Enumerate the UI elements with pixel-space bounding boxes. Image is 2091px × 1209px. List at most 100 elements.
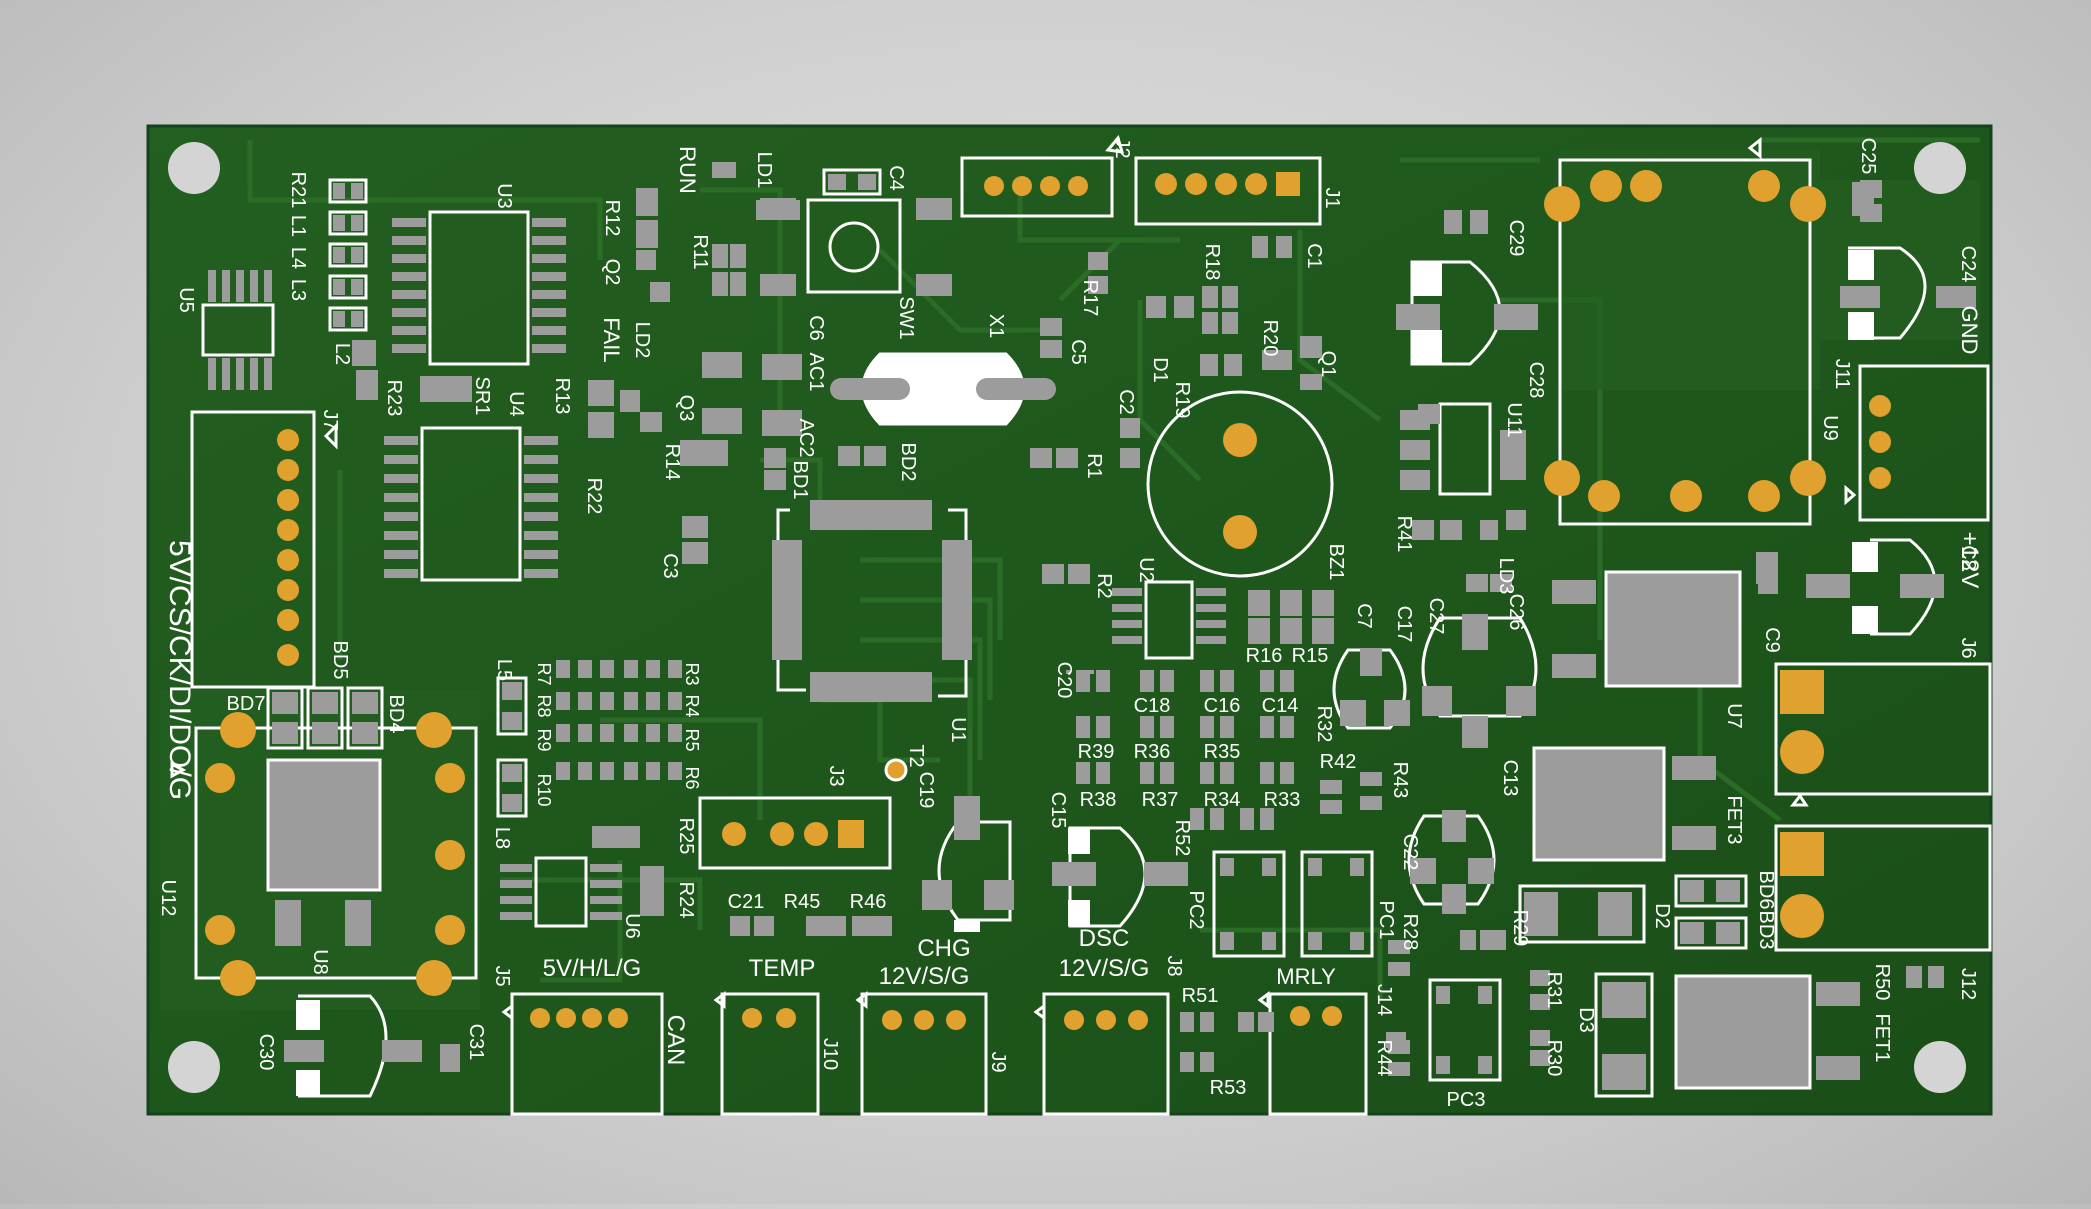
silk-label-c13: C13	[1499, 760, 1521, 797]
silk-label-l2: L2	[331, 343, 353, 365]
silk-label-r45: R45	[784, 891, 821, 913]
mounting-hole-tr	[1914, 142, 1966, 194]
C27-capacitor	[1421, 614, 1538, 748]
J14-connector	[1268, 992, 1368, 1116]
BD-array	[266, 686, 384, 750]
silk-label-bd7: BD7	[227, 693, 266, 715]
silk-label-d3: D3	[1575, 1007, 1597, 1033]
silk-label-dsc-title: DSC	[1079, 925, 1130, 952]
mounting-holes	[168, 142, 1966, 1093]
silk-label-r38: R38	[1080, 789, 1117, 811]
silk-label-r4: R4	[682, 694, 702, 717]
silk-label-c28: C28	[1525, 362, 1547, 399]
silk-label-u3: U3	[493, 183, 515, 209]
silk-label-c26: C26	[1505, 594, 1527, 631]
silkscreen-labels: 5V/CS/CK/DI/DO/G5V/H/L/GCANTEMPCHG12V/S/…	[157, 137, 1983, 1111]
silk-label-u11: U11	[1503, 402, 1525, 437]
silk-label-l4: L4	[287, 247, 309, 269]
silk-label-fet1: FET1	[1871, 1014, 1893, 1063]
silk-label-dsc: 12V/S/G	[1059, 955, 1150, 982]
silk-label-j7: J7	[319, 409, 341, 430]
silk-label-can: 5V/H/L/G	[543, 955, 642, 982]
BD6-BD3	[1674, 874, 1748, 950]
silk-label-j2: J2	[1111, 137, 1133, 158]
pin1-markers	[170, 134, 1857, 1021]
silk-label-fail: FAIL	[599, 317, 624, 362]
C30-capacitor	[284, 994, 460, 1098]
silk-label-j8: J8	[1163, 955, 1185, 976]
C19-capacitor	[922, 796, 1014, 932]
silk-label-t2: T2	[905, 744, 927, 767]
silk-label-j3: J3	[825, 765, 847, 786]
silk-label-c9: C9	[1761, 627, 1783, 653]
silk-label-r28: R28	[1399, 914, 1421, 951]
silk-label-pc2: PC2	[1185, 891, 1207, 930]
silk-label-ac2: AC2	[795, 419, 817, 458]
silk-label-r13: R13	[551, 378, 573, 415]
silk-label-r12: R12	[601, 200, 623, 237]
silk-label-d1: D1	[1149, 357, 1171, 383]
mounting-hole-br	[1914, 1041, 1966, 1093]
silk-label-l1: L1	[287, 215, 309, 237]
C22-capacitor	[1407, 810, 1496, 914]
silk-label-ac1: AC1	[805, 353, 827, 392]
silk-label-j9: J9	[987, 1051, 1009, 1072]
silk-label-r43: R43	[1389, 762, 1411, 799]
silk-label-r3: R3	[682, 662, 702, 685]
silk-label-r29: R29	[1509, 910, 1531, 947]
silk-label-ld3: LD3	[1495, 558, 1517, 595]
silk-label-r5: R5	[682, 728, 702, 751]
silk-label-r14: R14	[661, 444, 683, 481]
silk-label-c8: C8	[1957, 545, 1979, 571]
silk-label-r37: R37	[1142, 789, 1179, 811]
silk-label-bd5: BD5	[329, 641, 351, 680]
C4-capacitor	[822, 168, 882, 196]
mounting-hole-bl	[168, 1041, 220, 1093]
silk-label-r21: R21	[287, 172, 309, 209]
resistor-block	[556, 660, 682, 780]
J6-connector	[1774, 662, 1992, 796]
silk-label-c30: C30	[255, 1034, 277, 1071]
silk-label-fet3: FET3	[1723, 796, 1745, 845]
silk-label-r22: R22	[583, 478, 605, 515]
silk-label-u1: U1	[947, 717, 969, 743]
silk-label-l5: L5	[493, 659, 515, 681]
silk-label-c20: C20	[1053, 662, 1075, 699]
silk-label-c14: C14	[1262, 695, 1299, 717]
FET3-transistor	[1532, 746, 1716, 862]
U7-regulator	[1552, 570, 1742, 688]
D2-diode	[1518, 884, 1646, 944]
silk-label-u5: U5	[175, 287, 197, 313]
mid-passive-array	[1076, 670, 1410, 1076]
silk-label-r25: R25	[675, 818, 697, 855]
silk-label-can-side: CAN	[662, 1015, 689, 1066]
C17-capacitor	[1332, 648, 1410, 730]
J8-connector	[1042, 992, 1170, 1116]
silk-label-r17: R17	[1079, 280, 1101, 317]
silk-label-r6: R6	[682, 766, 702, 789]
U4-footprint	[384, 376, 558, 582]
J9-connector	[860, 992, 988, 1116]
silk-label-c29: C29	[1505, 220, 1527, 257]
silk-label-r44: R44	[1373, 1040, 1395, 1077]
silk-label-r50: R50	[1871, 964, 1893, 1001]
D3-diode	[1594, 972, 1654, 1098]
silk-label-x1: X1	[985, 314, 1007, 338]
PC-optocouplers	[1212, 850, 1502, 1082]
U6-footprint	[500, 826, 664, 928]
silk-label-r11: R11	[689, 234, 711, 269]
silk-label-bd2: BD2	[897, 443, 919, 482]
misc-passives	[588, 162, 1882, 1066]
silk-label-r19: R19	[1171, 382, 1193, 419]
silk-label-c31: C31	[465, 1024, 487, 1061]
silk-label-r33: R33	[1264, 789, 1301, 811]
silk-label-d2: D2	[1651, 903, 1673, 929]
silk-label-j6: J6	[1957, 637, 1979, 658]
silk-label-u8: U8	[309, 949, 331, 975]
FET1-transistor	[1674, 966, 1944, 1090]
U9-module	[1544, 158, 1826, 526]
silk-label-sw1: SW1	[895, 296, 917, 339]
silk-label-l8: L8	[491, 827, 513, 849]
silk-label-run: RUN	[675, 146, 700, 194]
